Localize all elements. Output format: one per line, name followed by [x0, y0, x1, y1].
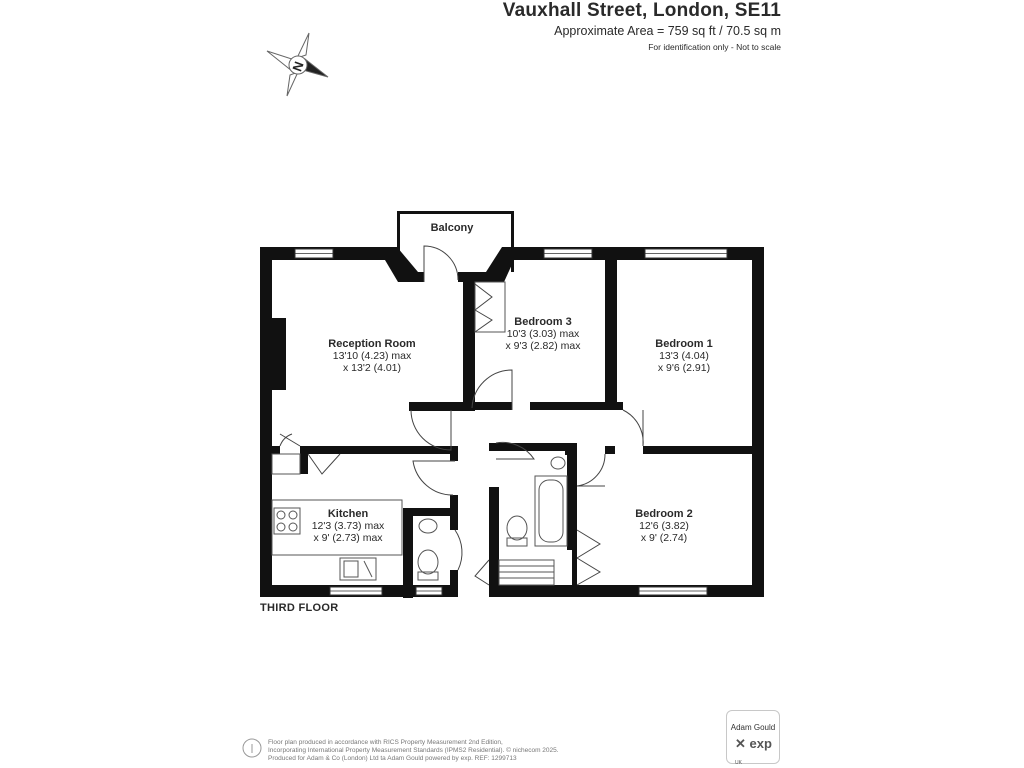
room-dim-bedroom2-1: 12'6 (3.82)	[639, 520, 689, 532]
exp-logo-text: exp	[749, 736, 772, 751]
exp-logo-sub: UK	[735, 760, 742, 766]
property-title: Vauxhall Street, London, SE11	[502, 0, 781, 21]
room-dim-reception-2: x 13'2 (4.01)	[343, 362, 401, 374]
toilet-icon	[417, 549, 439, 575]
stairs	[498, 559, 555, 586]
room-name-bedroom1: Bedroom 1	[655, 338, 712, 350]
basin-icon-2	[550, 456, 566, 470]
approximate-area: Approximate Area = 759 sq ft / 70.5 sq m	[554, 24, 781, 38]
room-name-kitchen: Kitchen	[328, 508, 369, 520]
toilet-icon-2	[506, 515, 528, 541]
room-name-bedroom2: Bedroom 2	[635, 508, 692, 520]
disclaimer: For identification only - Not to scale	[648, 42, 781, 52]
bath-icon	[534, 475, 568, 547]
sink-icon	[339, 557, 377, 581]
agent-logo: Adam Gould ✕ exp UK	[726, 710, 780, 766]
exp-logo-icon: ✕ exp UK	[735, 736, 772, 766]
room-name-balcony: Balcony	[431, 222, 475, 234]
window-glazing	[295, 253, 727, 592]
info-icon	[242, 738, 262, 758]
compass-icon: N	[266, 32, 329, 97]
footer-line-2: Incorporating International Property Mea…	[268, 747, 559, 754]
hob-icon	[273, 507, 301, 535]
room-dim-bedroom1-2: x 9'6 (2.91)	[658, 362, 710, 374]
floor-label: THIRD FLOOR	[260, 602, 339, 614]
room-dim-bedroom1-1: 13'3 (4.04)	[659, 350, 709, 362]
agent-name: Adam Gould	[730, 723, 776, 732]
room-dim-reception-1: 13'10 (4.23) max	[333, 350, 412, 362]
footer-line-1: Floor plan produced in accordance with R…	[268, 739, 503, 746]
room-dim-kitchen-1: 12'3 (3.73) max	[312, 520, 385, 532]
room-dim-bedroom3-2: x 9'3 (2.82) max	[506, 340, 582, 352]
room-dim-kitchen-2: x 9' (2.73) max	[313, 532, 383, 544]
footer-line-3: Produced for Adam & Co (London) Ltd ta A…	[268, 755, 517, 762]
room-name-reception: Reception Room	[328, 338, 416, 350]
room-dim-bedroom3-1: 10'3 (3.03) max	[507, 328, 580, 340]
basin-icon	[418, 518, 438, 534]
room-dim-bedroom2-2: x 9' (2.74)	[641, 532, 687, 544]
door-swings	[279, 245, 644, 586]
room-labels: Balcony Reception Room 13'10 (4.23) max …	[312, 222, 713, 544]
room-name-bedroom3: Bedroom 3	[514, 316, 571, 328]
fittings	[271, 281, 568, 586]
